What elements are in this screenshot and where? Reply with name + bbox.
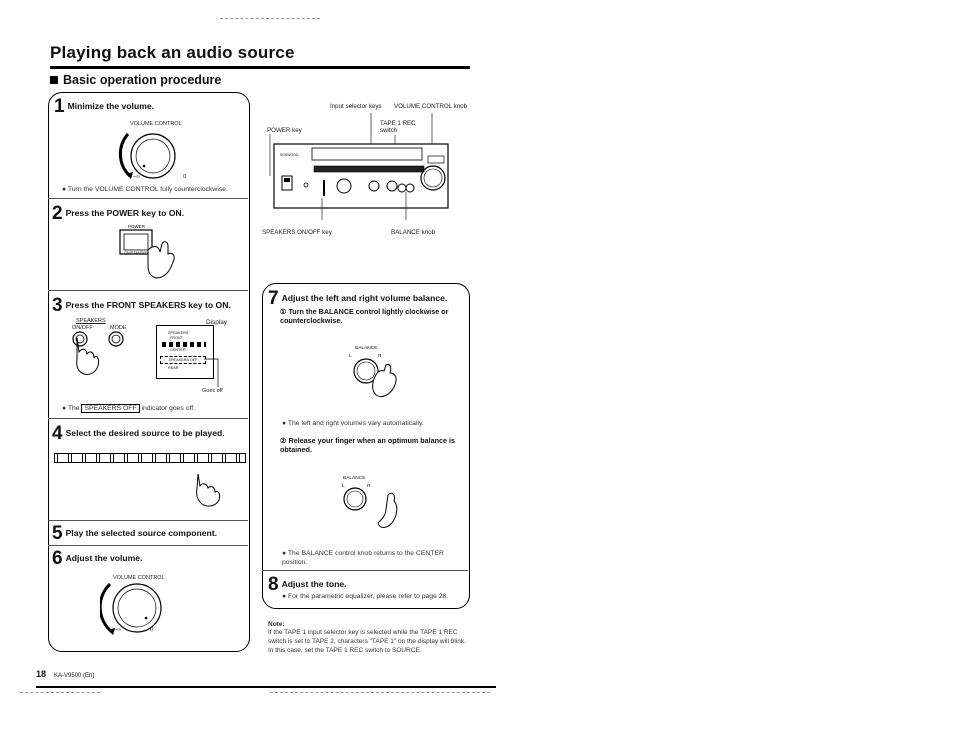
display-speakers-text: SPEAKERS: [168, 331, 189, 335]
step-7-text: Adjust the left and right volume balance…: [281, 293, 448, 303]
balance-knob-release-illustration: [343, 487, 398, 528]
right-steps-panel: [262, 283, 470, 609]
step-6-max: 0: [150, 627, 154, 633]
display-center-text: CENTER: [170, 348, 186, 352]
step-6-text: Adjust the volume.: [65, 553, 143, 563]
step-3-text: Press the FRONT SPEAKERS key to ON.: [65, 300, 231, 310]
balance-r-1: R: [378, 354, 382, 359]
input-selector-keys-strip: [54, 453, 246, 463]
top-dash: [220, 18, 320, 19]
title-rule: [50, 66, 470, 69]
divider: [48, 545, 248, 546]
step-1-bullet: ● Turn the VOLUME CONTROL fully counterc…: [62, 186, 228, 193]
speakers-key-illustration: [72, 331, 124, 375]
balance-knob-turn-illustration: [353, 358, 397, 398]
page-number: 18: [36, 669, 47, 679]
section-title: Basic operation procedure: [50, 73, 221, 87]
step-1-min: −∞: [133, 174, 141, 180]
page-title: Playing back an audio source: [50, 43, 295, 62]
speakers-label: SPEAKERS: [76, 318, 106, 324]
balance-knob-label: BALANCE knob: [391, 229, 436, 236]
finger-press-illustration: [196, 473, 221, 507]
step-7-sub-1: ① Turn the BALANCE control lightly clock…: [280, 307, 449, 325]
divider: [48, 290, 248, 291]
display-label: Display: [206, 319, 227, 326]
volume-knob-6-illustration: [100, 582, 162, 635]
section-title-text: Basic operation procedure: [63, 73, 222, 87]
bottom-dash: [20, 692, 100, 693]
step-4-text: Select the desired source to be played.: [65, 428, 225, 438]
balance-label-2: BALANCE: [343, 476, 366, 481]
step-3-number: 3: [52, 295, 63, 316]
step-7-bullet-1: ● The left and right volumes vary automa…: [282, 420, 424, 427]
step-8-bullet: ● For the parametric equalizer, please r…: [282, 593, 449, 600]
step-1-text: Minimize the volume.: [67, 101, 155, 111]
input-selector-label: Input selector keys: [330, 103, 382, 110]
balance-r-2: R: [367, 484, 371, 489]
divider: [48, 198, 248, 199]
onstandby-label: ON/STANDBY: [124, 251, 149, 255]
step-7-bullet-2: ● The BALANCE control knob returns to th…: [282, 550, 444, 566]
left-steps-panel: [48, 92, 250, 652]
step-8-text: Adjust the tone.: [281, 579, 347, 589]
divider: [48, 520, 248, 521]
divider: [262, 570, 468, 571]
amplifier-front-panel-diagram: [269, 113, 449, 220]
bottom-rule: [36, 686, 496, 688]
step-3-bullet: ● The SPEAKERS OFF indicator goes off.: [62, 404, 196, 413]
step-1-number: 1: [54, 96, 65, 117]
note-heading: Note:: [268, 621, 285, 628]
speakers-off-indicator-box: SPEAKERS OFF: [81, 404, 140, 413]
tape-rec-label: TAPE 1 REC: [380, 120, 416, 127]
step-5-number: 5: [52, 523, 63, 544]
goes-off-label: Goes off: [202, 388, 223, 394]
model-code: KA-V9500 (En): [54, 673, 95, 679]
note-text: If the TAPE 1 input selector key is sele…: [268, 629, 466, 654]
power-key-label: POWER key: [267, 127, 302, 134]
page-footer: 18 KA-V9500 (En): [36, 669, 94, 679]
brand-logo: KENWOOD: [280, 153, 299, 157]
speakers-key-label: SPEAKERS ON/OFF key: [262, 229, 332, 236]
volume-knob-1-illustration: [118, 133, 176, 179]
onoff-label: ON/OFF: [72, 325, 93, 331]
volume-knob-label: VOLUME CONTROL knob: [394, 103, 468, 110]
step-6-number: 6: [52, 548, 63, 569]
step-7-number: 7: [268, 288, 279, 309]
step-4-number: 4: [52, 423, 63, 444]
step-6-control-label: VOLUME CONTROL: [113, 575, 165, 581]
square-bullet-icon: [50, 76, 58, 84]
switch-label: switch: [380, 127, 398, 134]
power-label: POWER: [128, 224, 146, 229]
step-2-text: Press the POWER key to ON.: [65, 208, 185, 218]
step-6-min: −∞: [114, 627, 122, 633]
step-7-sub-2: ② Release your finger when an optimum ba…: [280, 436, 456, 454]
display-speakers-off-box: SPEAKERS OFF: [160, 356, 206, 364]
power-key-illustration: [119, 229, 175, 279]
divider: [48, 418, 248, 419]
step-2-number: 2: [52, 203, 63, 224]
step-8-number: 8: [268, 574, 279, 595]
step-1-max: 0: [183, 174, 187, 180]
display-rear-text: REAR: [168, 366, 179, 370]
goes-off-leader-line: [204, 358, 219, 387]
bottom-dash: [270, 692, 490, 693]
display-front-text: FRONT: [170, 336, 184, 340]
step-1-control-label: VOLUME CONTROL: [130, 121, 182, 127]
balance-l-2: L: [342, 484, 345, 489]
balance-l-1: L: [349, 354, 352, 359]
display-panel: [156, 325, 214, 379]
balance-label-1: BALANCE: [355, 346, 378, 351]
display-segments: [162, 342, 206, 347]
step-5-text: Play the selected source component.: [65, 528, 217, 538]
mode-label: MODE: [110, 325, 127, 331]
